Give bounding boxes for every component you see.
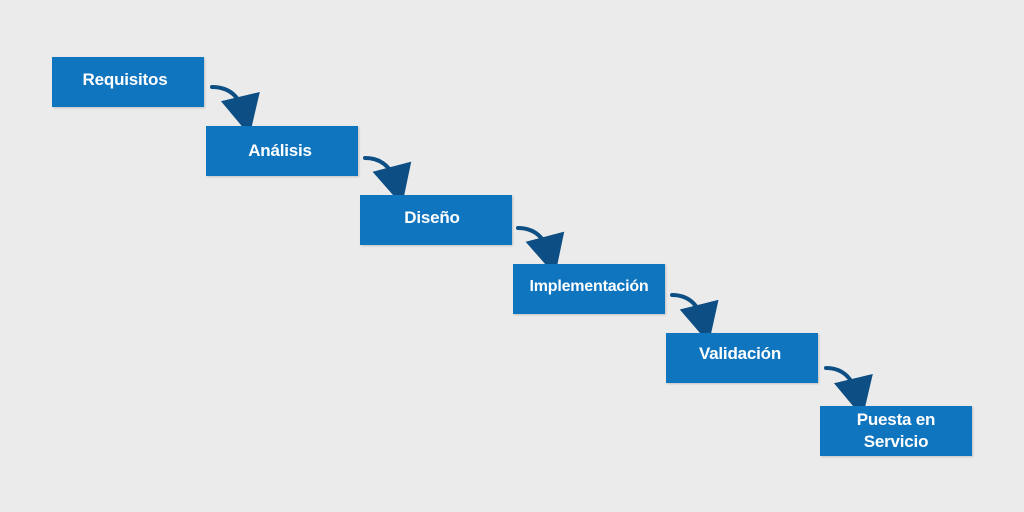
step-analisis: Análisis bbox=[206, 126, 358, 176]
step-label: Diseño bbox=[404, 208, 460, 227]
arrow-requisitos-analisis bbox=[210, 85, 260, 136]
step-label: Validación bbox=[698, 344, 782, 363]
arrow-validacion-puesta bbox=[824, 366, 873, 418]
step-implementacion: Implementación bbox=[513, 264, 665, 314]
step-label: Requisitos bbox=[82, 70, 168, 89]
step-label: Análisis bbox=[248, 141, 312, 160]
arrow-diseno-implementacion bbox=[516, 226, 565, 276]
step-validacion: Validación bbox=[666, 333, 818, 383]
arrow-implementacion-validacion bbox=[670, 293, 719, 344]
step-puesta-en-servicio: Puesta en Servicio bbox=[820, 406, 972, 456]
step-requisitos: Requisitos bbox=[52, 57, 204, 107]
step-label: Implementación bbox=[529, 278, 649, 295]
arrow-analisis-diseno bbox=[363, 156, 412, 206]
step-diseno: Diseño bbox=[360, 195, 512, 245]
step-label: Puesta en Servicio bbox=[856, 410, 936, 451]
